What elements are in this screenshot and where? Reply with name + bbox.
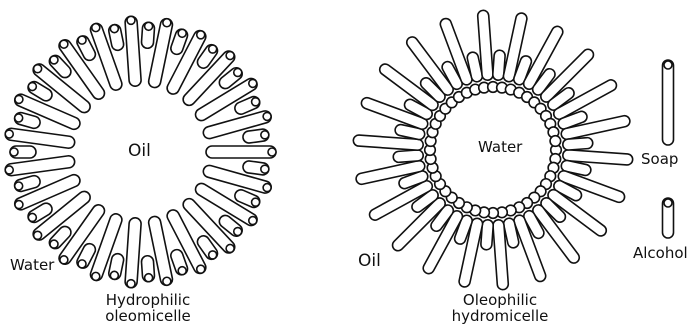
polar-head [5,130,13,138]
polar-head [110,25,118,33]
left-caption: Hydrophilic oleomicelle [68,293,228,325]
polar-head [127,280,135,288]
polar-head [5,166,13,174]
polar-head [78,36,86,44]
polar-head [252,98,260,106]
polar-head [110,271,118,279]
left-core-label: Oil [128,143,151,160]
polar-head [15,182,23,190]
right-caption-line2: hydromicelle [420,309,580,325]
polar-head [28,83,36,91]
polar-head [249,217,257,225]
polar-head [127,16,135,24]
polar-head [15,201,23,209]
right-caption: Oleophilic hydromicelle [420,293,580,325]
alcohol-molecule [562,137,593,150]
polar-head [226,52,234,60]
polar-head [550,136,561,147]
polar-head [50,240,58,248]
soap-legend-icon [663,60,674,145]
polar-head [15,95,23,103]
polar-head [209,45,217,53]
polar-head [34,65,42,73]
polar-head [234,68,242,76]
polar-head [197,31,205,39]
polar-head [145,274,153,282]
polar-head [145,22,153,30]
polar-head [268,148,276,156]
polar-head [178,29,186,37]
polar-head [234,228,242,236]
alcohol-legend-head-icon [664,199,672,207]
polar-head [163,277,171,285]
polar-head [197,265,205,273]
soap-molecule [125,16,142,87]
polar-head [263,112,271,120]
polar-head [60,40,68,48]
alcohol-molecule [393,150,424,163]
polar-head [78,260,86,268]
left-medium-label: Water [10,258,54,273]
polar-head [163,19,171,27]
polar-head [92,24,100,32]
polar-head [261,165,269,173]
polar-head [15,114,23,122]
soap-label: Soap [641,152,678,167]
polar-head [261,131,269,139]
left-caption-line2: oleomicelle [68,309,228,325]
polar-head [209,251,217,259]
soap-molecule [125,217,142,288]
polar-head [28,213,36,221]
right-medium-label: Oil [358,253,381,270]
right-core-label: Water [478,140,522,155]
soap-molecule [206,146,276,158]
polar-head [178,267,186,275]
polar-head [50,56,58,64]
legend [663,60,674,238]
alcohol-label: Alcohol [633,246,688,261]
polar-head [263,184,271,192]
polar-head [92,272,100,280]
polar-head [34,231,42,239]
polar-head [10,148,18,156]
soap-legend-head-icon [664,61,672,69]
polar-head [252,198,260,206]
polar-head [60,256,68,264]
polar-head [226,244,234,252]
polar-head [249,79,257,87]
